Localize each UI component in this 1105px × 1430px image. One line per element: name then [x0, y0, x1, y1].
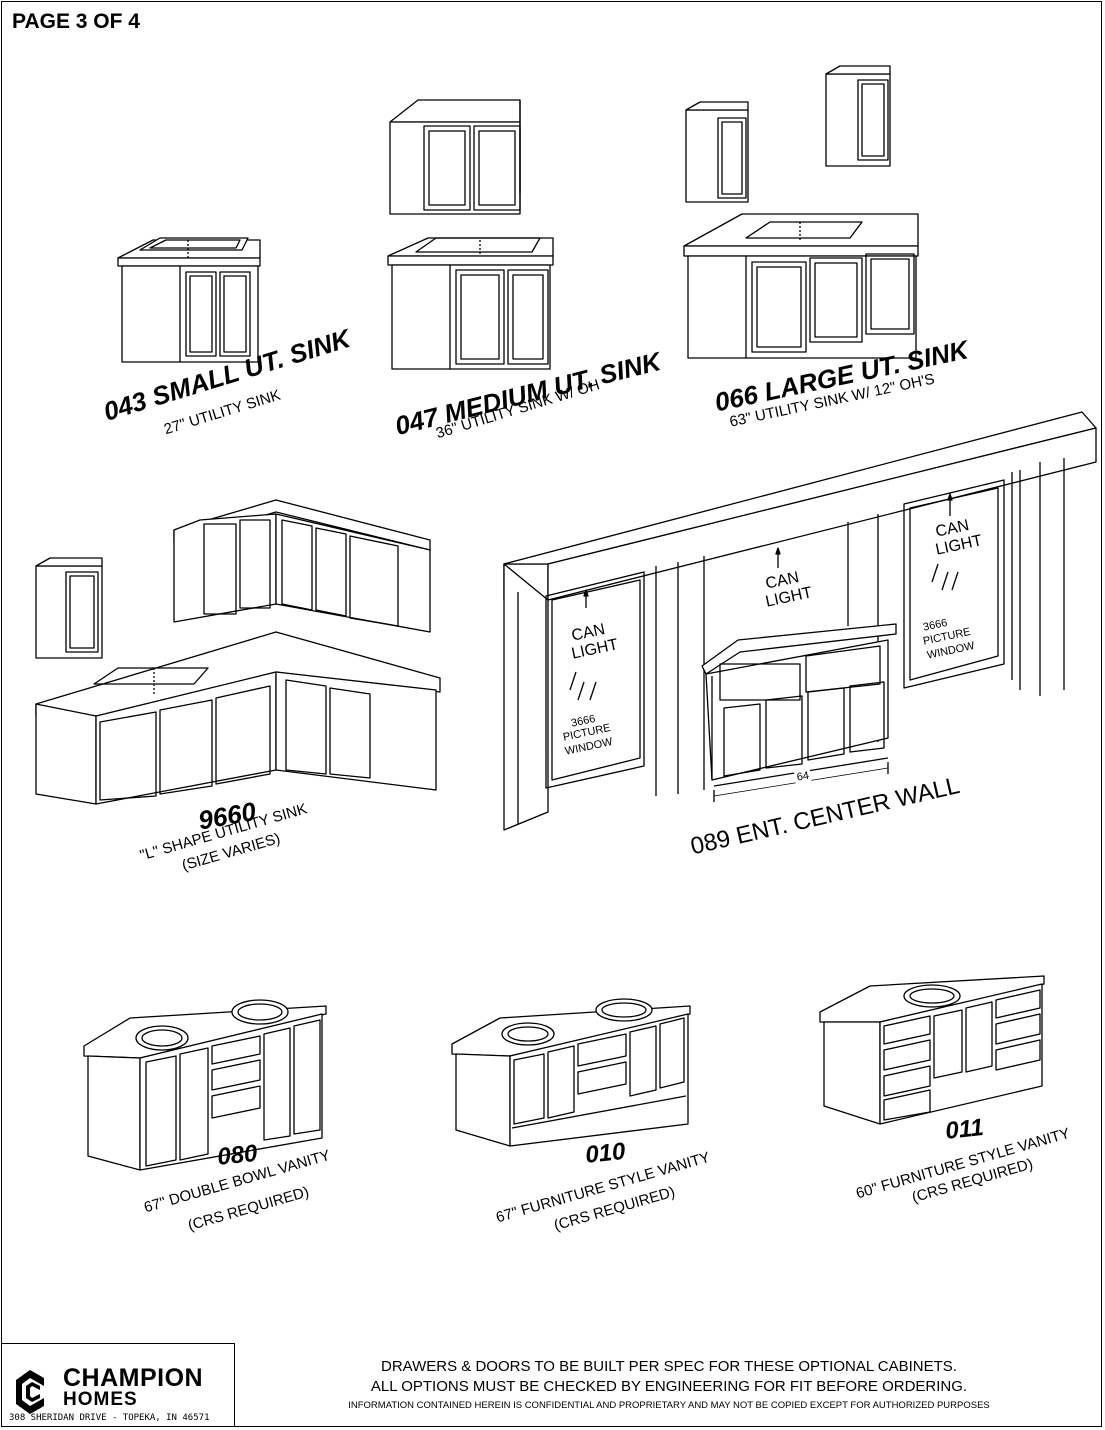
- footer-notes: DRAWERS & DOORS TO BE BUILT PER SPEC FOR…: [236, 1357, 1102, 1411]
- note-2: ALL OPTIONS MUST BE CHECKED BY ENGINEERI…: [370, 1378, 968, 1395]
- champion-logo-icon: [16, 1370, 44, 1414]
- vanity-011-drawing: [819, 975, 1045, 1125]
- vanity-010-drawing: [451, 998, 691, 1147]
- company-address: 308 SHERIDAN DRIVE - TOPEKA, IN 46571: [9, 1413, 210, 1423]
- page-number: PAGE 3 OF 4: [12, 10, 140, 33]
- title-block-logo: CHAMPION HOMES 308 SHERIDAN DRIVE - TOPE…: [1, 1343, 235, 1427]
- cabinet-066-drawing: [683, 65, 919, 359]
- brand-sub: HOMES: [63, 1389, 138, 1410]
- cabinet-047-drawing: [387, 99, 554, 370]
- brand-name: CHAMPION: [63, 1364, 204, 1392]
- center-wall-drawing: [503, 411, 1097, 831]
- cabinet-9660-drawing: [35, 499, 441, 805]
- vanity-080-drawing: [83, 999, 327, 1171]
- dimension-label: 64: [794, 769, 812, 784]
- vanity-010-code: 010: [584, 1137, 627, 1169]
- cabinet-043-drawing: [117, 237, 261, 363]
- confidential-note: INFORMATION CONTAINED HEREIN IS CONFIDEN…: [348, 1400, 990, 1411]
- vanity-011-code: 011: [944, 1114, 985, 1145]
- vanity-080-code: 080: [216, 1139, 259, 1171]
- note-1: DRAWERS & DOORS TO BE BUILT PER SPEC FOR…: [381, 1358, 957, 1375]
